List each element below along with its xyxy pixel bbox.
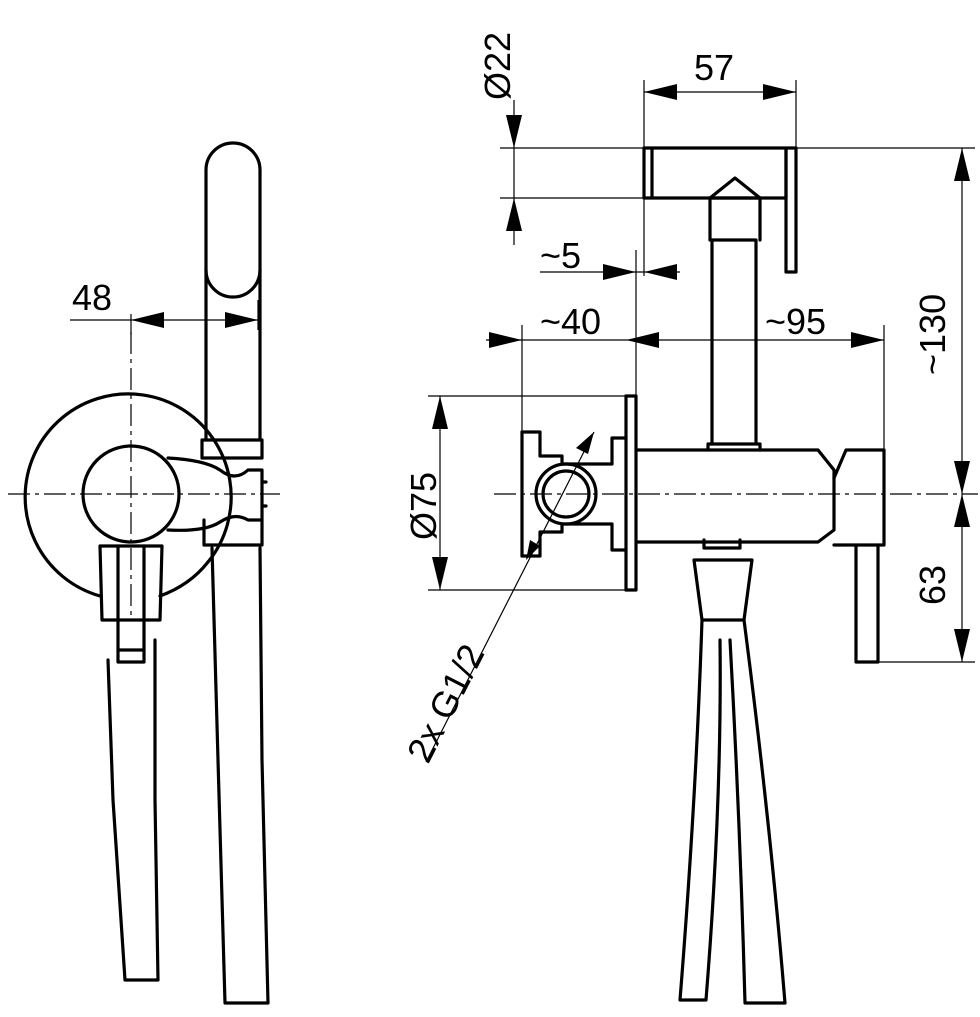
dim-22-label: Ø22 bbox=[477, 32, 518, 100]
dim-95-label: ~95 bbox=[765, 301, 826, 342]
front-view: 48 bbox=[8, 141, 280, 1005]
valve-knob bbox=[81, 444, 181, 544]
dim-48-label: 48 bbox=[72, 277, 112, 318]
dim-130: ~130 bbox=[796, 147, 975, 494]
hose-left bbox=[106, 546, 270, 1005]
connector-body bbox=[520, 430, 628, 558]
dim-63: 63 bbox=[878, 494, 975, 663]
dim-57: 57 bbox=[643, 47, 797, 148]
dim-40: ~40 bbox=[486, 301, 884, 432]
hose-holder-bracket bbox=[166, 456, 268, 532]
lever bbox=[832, 448, 886, 664]
dim-5-label: ~5 bbox=[540, 235, 581, 276]
dim-57-label: 57 bbox=[694, 47, 734, 88]
dim-75-label: Ø75 bbox=[403, 472, 444, 540]
hose-right bbox=[678, 618, 787, 1005]
lever-handle bbox=[98, 544, 164, 664]
wall-rosette bbox=[23, 392, 233, 598]
dim-40-label: ~40 bbox=[540, 301, 601, 342]
dim-63-label: 63 bbox=[912, 565, 953, 605]
dim-22: Ø22 bbox=[477, 32, 644, 245]
dim-130-label: ~130 bbox=[912, 294, 953, 375]
dim-75: Ø75 bbox=[403, 395, 626, 591]
hand-shower bbox=[200, 141, 264, 547]
wall-plate bbox=[624, 394, 638, 592]
spray-head bbox=[642, 146, 798, 274]
side-view: 2x G1/2 Ø22 57 ~5 bbox=[399, 32, 978, 1005]
hose-connector bbox=[692, 538, 754, 622]
inlet-circle bbox=[534, 462, 598, 526]
valve-body bbox=[634, 448, 836, 544]
spout-column bbox=[706, 176, 762, 452]
thread-label: 2x G1/2 bbox=[399, 638, 493, 769]
dim-48: 48 bbox=[70, 277, 259, 335]
dim-95: ~95 bbox=[765, 301, 885, 450]
dim-5: ~5 bbox=[540, 198, 680, 396]
